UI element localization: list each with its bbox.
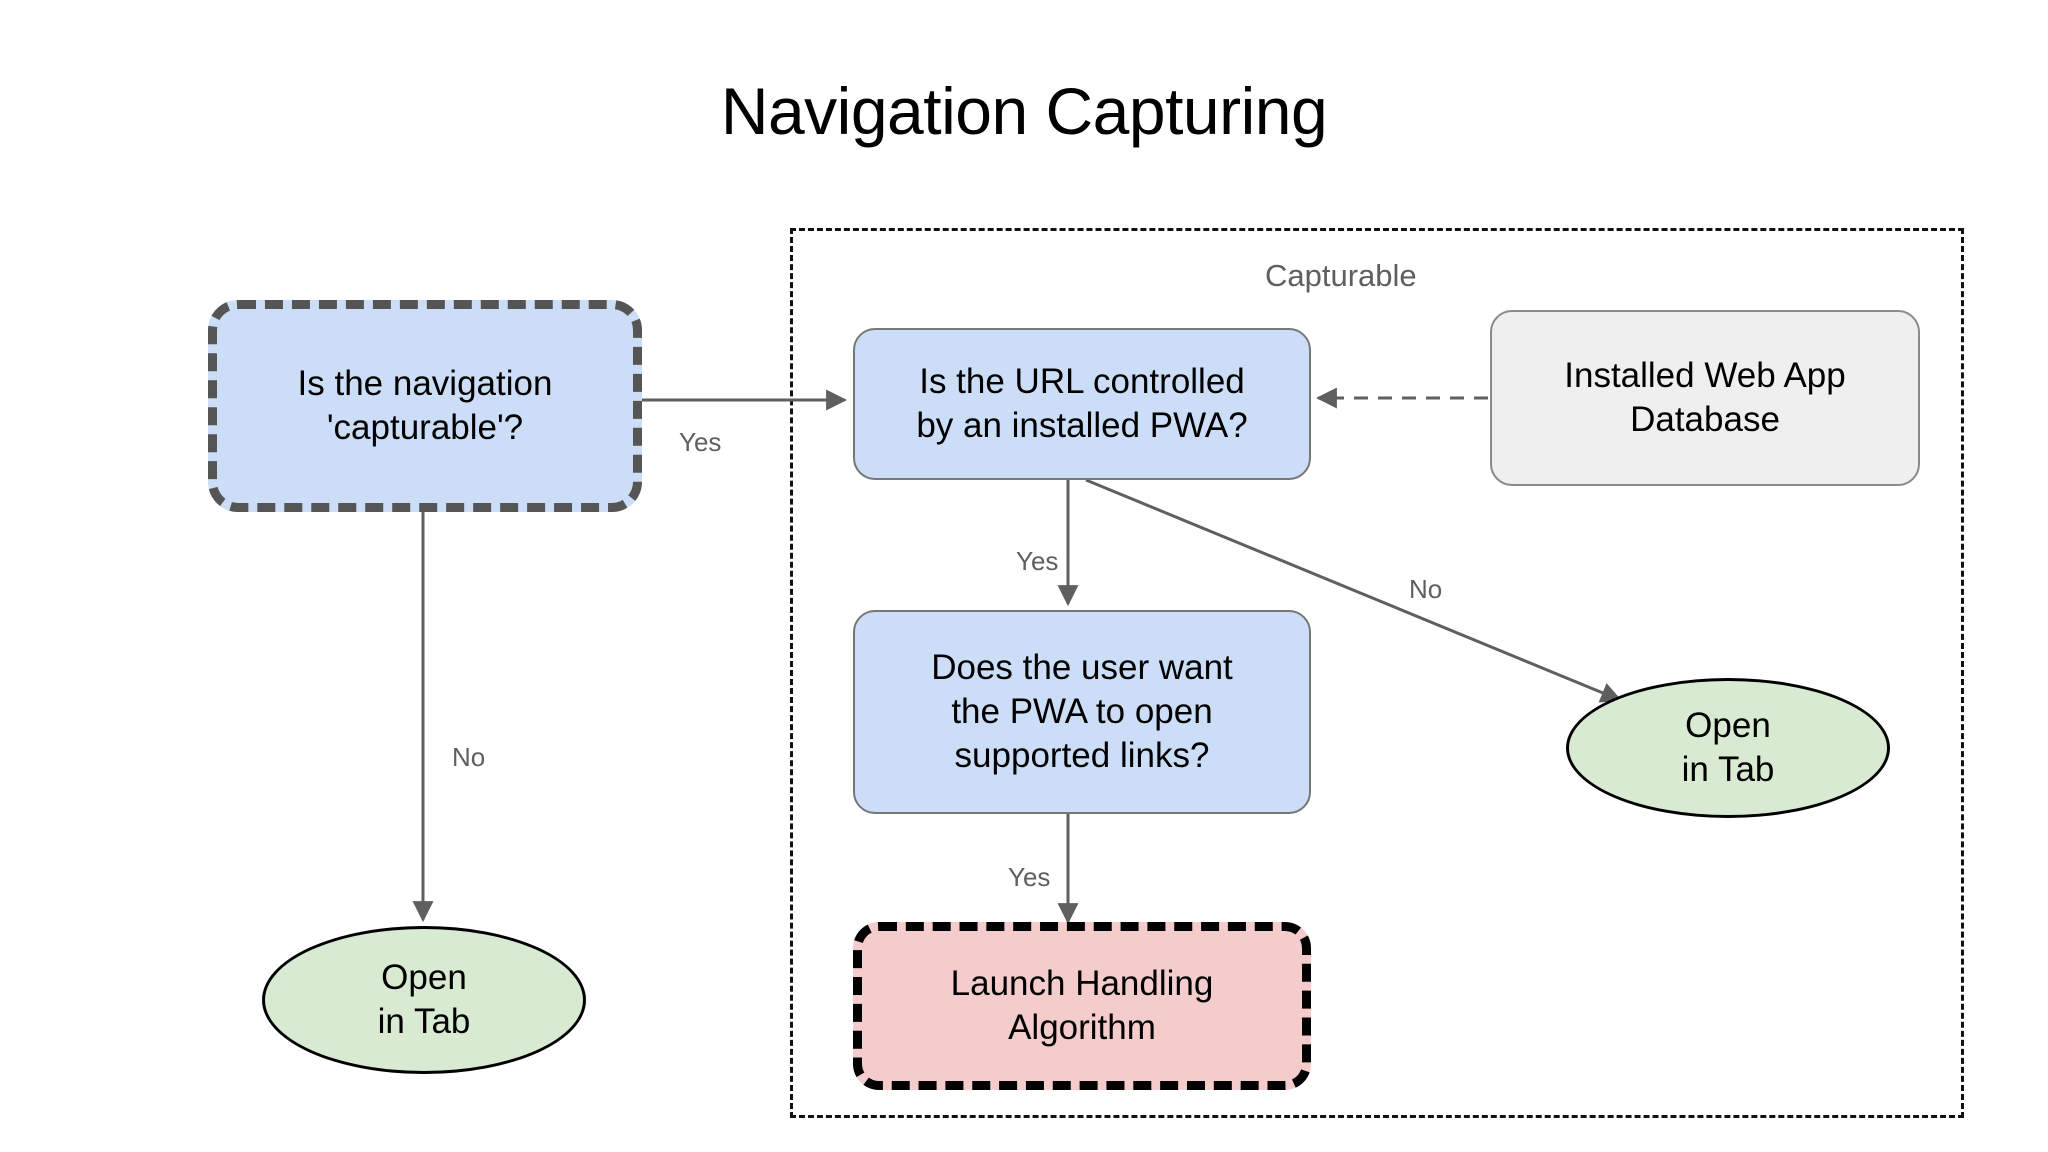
node-open-in-tab-left[interactable]: Open in Tab xyxy=(262,926,586,1074)
edge-label-url-yes: Yes xyxy=(1016,546,1059,576)
edge-label-capturable-no: No xyxy=(452,742,486,772)
edge-url-no xyxy=(1085,478,1622,703)
capturable-group-container xyxy=(790,228,1964,1118)
node-does-user-want-pwa-open-links[interactable]: Does the user want the PWA to open suppo… xyxy=(853,610,1311,814)
capturable-group-label: Capturable xyxy=(1265,258,1417,293)
page-title: Navigation Capturing xyxy=(720,74,1328,148)
node-is-navigation-capturable[interactable]: Is the navigation 'capturable'? xyxy=(208,300,642,512)
node-open-in-tab-right[interactable]: Open in Tab xyxy=(1566,678,1890,818)
edge-label-url-no: No xyxy=(1409,574,1443,604)
edge-label-capturable-yes: Yes xyxy=(679,427,722,457)
node-is-url-controlled-by-pwa[interactable]: Is the URL controlled by an installed PW… xyxy=(853,328,1311,480)
node-launch-handling-algorithm[interactable]: Launch Handling Algorithm xyxy=(853,922,1311,1090)
node-installed-web-app-database[interactable]: Installed Web App Database xyxy=(1490,310,1920,486)
edge-label-user-yes: Yes xyxy=(1008,862,1051,892)
